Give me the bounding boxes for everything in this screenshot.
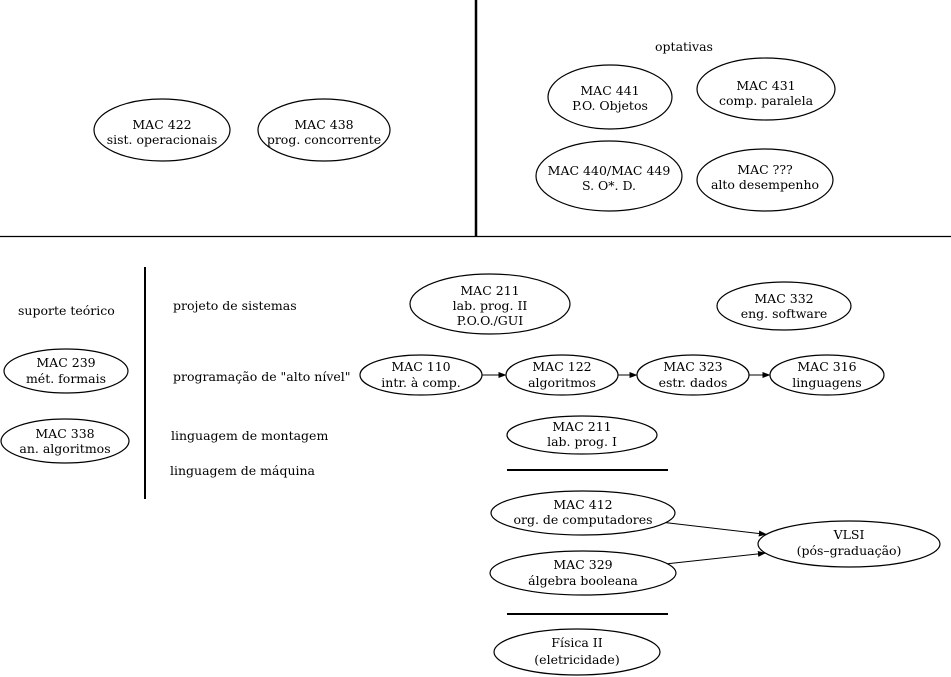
node-mac431-desc: comp. paralela xyxy=(719,93,814,108)
label-linguagem-montagem: linguagem de montagem xyxy=(171,428,328,443)
node-mac-unknown[interactable]: MAC ??? alto desempenho xyxy=(696,148,834,212)
node-mac332-desc: eng. software xyxy=(741,306,828,321)
node-mac239[interactable]: MAC 239 mét. formais xyxy=(3,348,129,394)
node-mac431[interactable]: MAC 431 comp. paralela xyxy=(696,57,836,121)
label-projeto-sistemas: projeto de sistemas xyxy=(173,298,297,313)
label-suporte-teorico: suporte teórico xyxy=(18,303,115,318)
node-vlsi-desc: (pós–graduação) xyxy=(797,543,902,558)
node-mac329-desc: álgebra booleana xyxy=(528,573,638,588)
label-programacao-alto-nivel: programação de "alto nível" xyxy=(173,369,351,384)
node-mac239-code: MAC 239 xyxy=(36,355,95,370)
node-mac316-code: MAC 316 xyxy=(797,359,856,374)
node-macxxx-desc: alto desempenho xyxy=(711,177,819,192)
node-mac211b-desc: lab. prog. II xyxy=(453,298,528,313)
node-mac412[interactable]: MAC 412 org. de computadores xyxy=(490,490,676,536)
node-mac431-code: MAC 431 xyxy=(736,78,795,93)
node-mac110-desc: intr. à comp. xyxy=(381,375,460,390)
node-macxxx-code: MAC ??? xyxy=(737,162,793,177)
node-mac338[interactable]: MAC 338 an. algoritmos xyxy=(0,418,130,464)
node-fisica-desc: (eletricidade) xyxy=(534,652,619,667)
node-mac316[interactable]: MAC 316 linguagens xyxy=(769,354,885,396)
node-mac211-lab-i[interactable]: MAC 211 lab. prog. I xyxy=(506,415,658,455)
node-mac211b-desc2: P.O.O./GUI xyxy=(457,313,524,328)
node-mac440-code: MAC 440/MAC 449 xyxy=(548,163,671,178)
node-mac412-code: MAC 412 xyxy=(553,497,612,512)
node-mac441[interactable]: MAC 441 P.O. Objetos xyxy=(547,64,673,130)
node-mac211a-code: MAC 211 xyxy=(552,419,611,434)
node-mac441-code: MAC 441 xyxy=(580,83,639,98)
node-mac438-desc: prog. concorrente xyxy=(267,132,381,147)
node-mac422[interactable]: MAC 422 sist. operacionais xyxy=(93,98,231,162)
optativas-label: optativas xyxy=(655,39,713,54)
node-mac438-code: MAC 438 xyxy=(294,117,353,132)
arrow-mac412-to-vlsi xyxy=(665,522,767,537)
node-mac332[interactable]: MAC 332 eng. software xyxy=(716,281,852,331)
node-mac323-desc: estr. dados xyxy=(659,375,728,390)
node-mac440-desc: S. O*. D. xyxy=(582,178,636,193)
node-mac338-code: MAC 338 xyxy=(35,426,94,441)
node-mac122-code: MAC 122 xyxy=(532,359,591,374)
node-mac441-desc: P.O. Objetos xyxy=(572,98,648,113)
label-linguagem-maquina: linguagem de máquina xyxy=(170,463,316,478)
node-vlsi-code: VLSI xyxy=(833,527,865,542)
node-mac329-code: MAC 329 xyxy=(553,557,612,572)
node-mac422-code: MAC 422 xyxy=(132,117,191,132)
node-mac440-449[interactable]: MAC 440/MAC 449 S. O*. D. xyxy=(535,140,683,212)
node-mac211b-code: MAC 211 xyxy=(460,283,519,298)
node-mac110[interactable]: MAC 110 intr. à comp. xyxy=(359,354,483,396)
node-mac211-lab-ii[interactable]: MAC 211 lab. prog. II P.O.O./GUI xyxy=(409,273,571,335)
node-fisica-ii[interactable]: Física II (eletricidade) xyxy=(493,628,661,676)
node-mac122[interactable]: MAC 122 algoritmos xyxy=(505,354,619,396)
arrow-mac329-to-vlsi xyxy=(667,550,766,565)
node-vlsi[interactable]: VLSI (pós–graduação) xyxy=(757,520,941,568)
node-mac211a-desc: lab. prog. I xyxy=(547,434,617,449)
node-mac323-code: MAC 323 xyxy=(663,359,722,374)
node-mac438[interactable]: MAC 438 prog. concorrente xyxy=(257,98,391,162)
node-mac122-desc: algoritmos xyxy=(528,375,596,390)
node-mac338-desc: an. algoritmos xyxy=(19,441,110,456)
node-mac329[interactable]: MAC 329 álgebra booleana xyxy=(489,550,677,596)
node-mac316-desc: linguagens xyxy=(792,375,861,390)
node-mac422-desc: sist. operacionais xyxy=(107,132,218,147)
node-mac412-desc: org. de computadores xyxy=(513,512,652,527)
node-mac323[interactable]: MAC 323 estr. dados xyxy=(636,354,750,396)
node-mac110-code: MAC 110 xyxy=(391,359,450,374)
node-mac239-desc: mét. formais xyxy=(26,371,106,386)
node-mac332-code: MAC 332 xyxy=(754,291,813,306)
node-fisica-code: Física II xyxy=(551,635,602,650)
